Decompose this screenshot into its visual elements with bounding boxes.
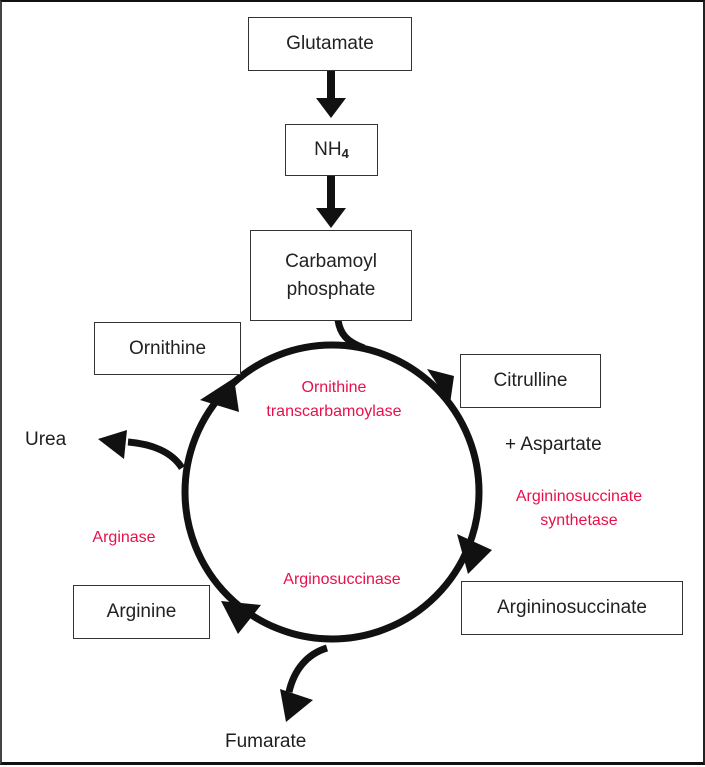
enzyme-argininosuccinate-synthetase: Argininosuccinate synthetase — [494, 485, 664, 533]
ornithine-label: Ornithine — [128, 337, 207, 359]
metabolite-citrulline: Citrulline — [460, 354, 601, 408]
nh4-label: NH4 — [314, 136, 349, 164]
otc-line1: Ornithine — [301, 379, 367, 396]
otc-line2: transcarbamoylase — [266, 403, 402, 420]
arrow-glutamate-to-nh4 — [316, 71, 346, 118]
arrow-urea-branch — [127, 438, 185, 471]
arrowhead-to-arginine — [221, 601, 261, 634]
argininosuccinate-label: Argininosuccinate — [497, 597, 647, 619]
arrowhead-to-ornithine — [200, 378, 239, 412]
metabolite-carbamoyl-phosphate: Carbamoyl phosphate — [250, 230, 412, 321]
glutamate-label: Glutamate — [286, 33, 374, 55]
carbamoyl-label-line1: Carbamoyl — [285, 250, 377, 272]
arginase-label: Arginase — [92, 529, 156, 546]
ass-line2: synthetase — [540, 512, 618, 529]
metabolite-arginine: Arginine — [73, 585, 210, 639]
carbamoyl-label-line2: phosphate — [286, 278, 376, 300]
arginine-label: Arginine — [106, 601, 177, 623]
urea-cycle-ring — [181, 341, 483, 643]
nh4-subscript: 4 — [341, 146, 349, 162]
metabolite-nh4: NH4 — [285, 124, 378, 176]
urea-label: Urea — [25, 429, 67, 450]
arrowhead-to-argininosuccinate — [457, 534, 492, 574]
arrowhead-to-citrulline — [427, 369, 454, 404]
nh4-base: NH — [314, 139, 342, 161]
metabolite-ornithine: Ornithine — [94, 322, 241, 375]
enzyme-ornithine-transcarbamoylase: Ornithine transcarbamoylase — [234, 376, 434, 424]
metabolite-glutamate: Glutamate — [248, 17, 412, 71]
asl-label: Arginosuccinase — [283, 571, 401, 588]
arrowhead-urea — [98, 430, 127, 459]
enzyme-arginase: Arginase — [74, 526, 174, 550]
ass-line1: Argininosuccinate — [515, 488, 643, 505]
arrow-fumarate-branch — [285, 644, 329, 693]
arrow-carbamoyl-entry — [334, 319, 366, 352]
aspartate-label: + Aspartate — [505, 434, 602, 455]
arrow-nh4-to-carbamoyl — [316, 176, 346, 228]
arrowhead-fumarate — [280, 689, 313, 722]
citrulline-label: Citrulline — [493, 370, 568, 392]
metabolite-argininosuccinate: Argininosuccinate — [461, 581, 683, 635]
enzyme-arginosuccinase: Arginosuccinase — [252, 568, 432, 592]
fumarate-label: Fumarate — [225, 731, 307, 752]
